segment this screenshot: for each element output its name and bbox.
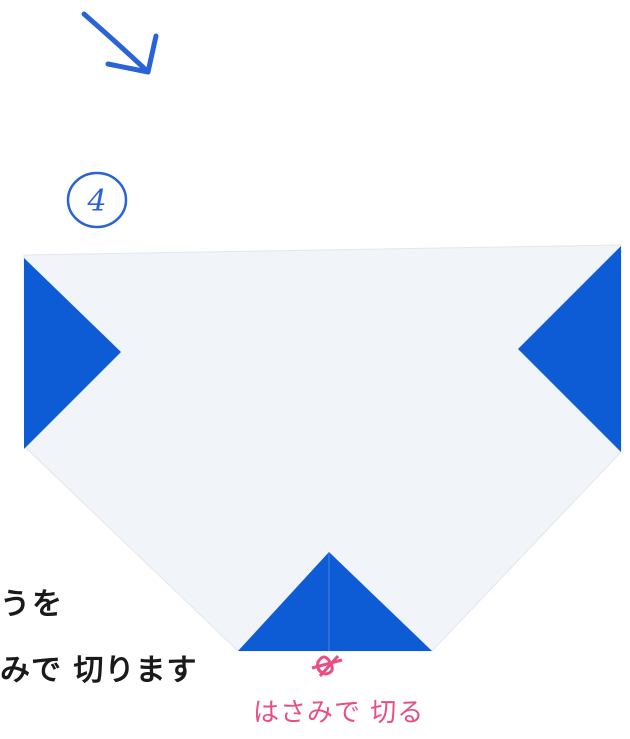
cut-label: はさみで 切る: [253, 692, 424, 729]
instruction-text-line-1: うを: [0, 579, 64, 623]
cut-mark-icon: [312, 656, 342, 676]
step-number: 4: [66, 172, 128, 230]
arrow-down-right-icon: [84, 14, 156, 72]
instruction-text-line-2: みで 切ります: [0, 645, 197, 689]
